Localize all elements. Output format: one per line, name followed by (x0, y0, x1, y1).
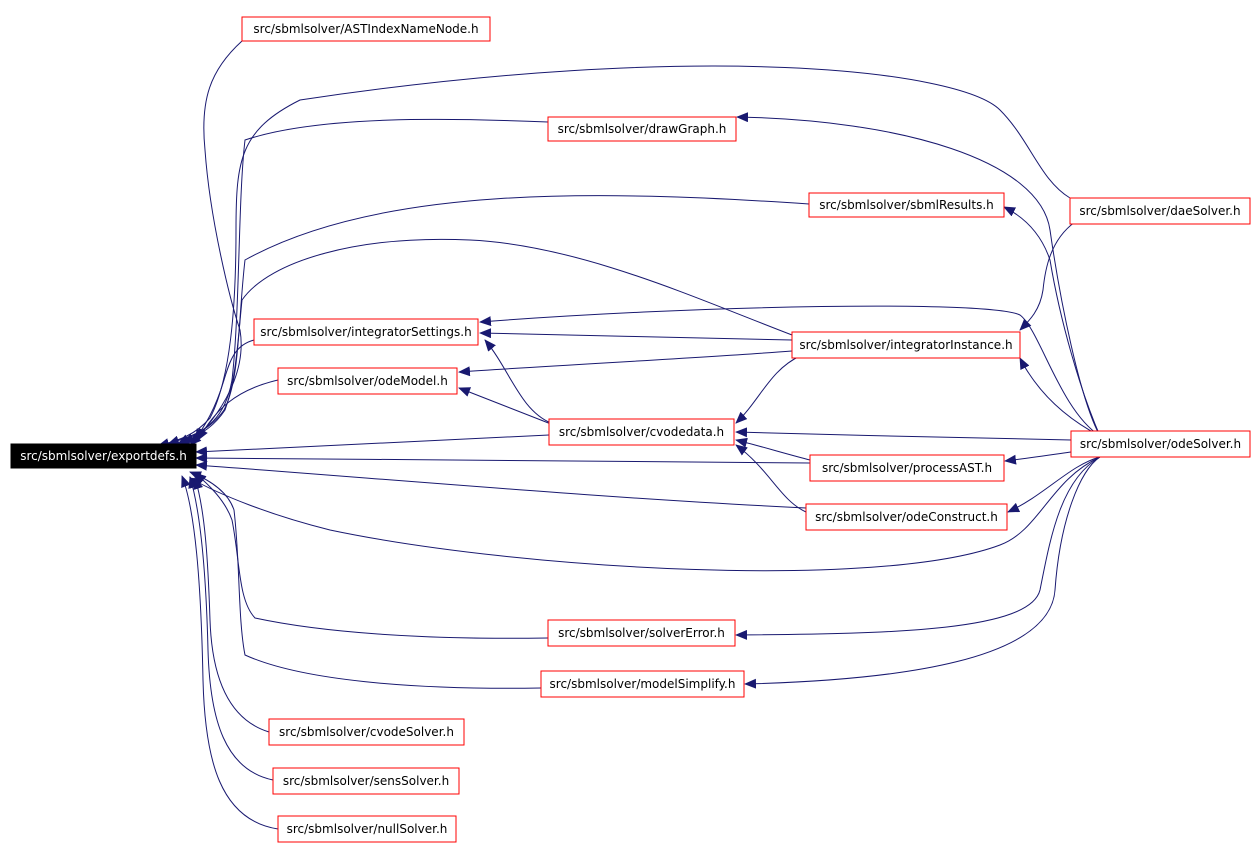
edge-sbmlresults-to-exportdefs (167, 195, 810, 446)
edge-modelsimplify-to-exportdefs (189, 471, 542, 689)
edge-odesolver-to-intinstance (1019, 357, 1101, 437)
edge-intinstance-to-intsettings (479, 328, 793, 341)
edge-odemodel-to-exportdefs (197, 379, 279, 441)
edge-astindex-to-exportdefs (189, 40, 243, 446)
edge-daesolver-to-intinstance (1019, 221, 1076, 331)
nodes: src/sbmlsolver/exportdefs.h src/sbmlsolv… (10, 16, 1251, 843)
edge-odesolver-to-modelsimplify (744, 456, 1101, 689)
node-label: src/sbmlsolver/integratorSettings.h (260, 325, 471, 339)
node-nullsolver[interactable]: src/sbmlsolver/nullSolver.h (277, 815, 457, 843)
edge-drawgraph-to-exportdefs (177, 118, 549, 445)
edge-nullsolver-to-exportdefs (181, 475, 279, 830)
node-odeconstruct[interactable]: src/sbmlsolver/odeConstruct.h (805, 503, 1008, 531)
node-drawgraph[interactable]: src/sbmlsolver/drawGraph.h (547, 116, 737, 142)
edge-cvodedata-to-odemodel (458, 387, 552, 425)
edge-cvodesolver-to-exportdefs (193, 477, 270, 733)
node-label: src/sbmlsolver/solverError.h (558, 626, 725, 640)
node-label: src/sbmlsolver/exportdefs.h (20, 449, 187, 463)
node-label: src/sbmlsolver/processAST.h (822, 461, 992, 475)
node-label: src/sbmlsolver/nullSolver.h (287, 822, 448, 836)
edge-odesolver-to-processast (1004, 451, 1072, 465)
edge-odesolver-to-solvererror (735, 456, 1101, 640)
edge-processast-to-exportdefs (195, 453, 811, 464)
edge-odeconstruct-to-cvodedata (735, 444, 807, 513)
edge-odesolver-to-intsettings (479, 305, 1101, 437)
node-label: src/sbmlsolver/odeModel.h (287, 374, 448, 388)
edge-intinstance-to-cvodedata (735, 355, 801, 424)
node-label: src/sbmlsolver/modelSimplify.h (550, 677, 736, 691)
edge-odesolver-to-drawgraph (736, 112, 1101, 437)
node-odesolver[interactable]: src/sbmlsolver/odeSolver.h (1070, 430, 1251, 458)
node-label: src/sbmlsolver/integratorInstance.h (799, 338, 1012, 352)
edge-intinstance-to-exportdefs (182, 238, 793, 444)
node-label: src/sbmlsolver/cvodeSolver.h (279, 725, 454, 739)
edge-senssolver-to-exportdefs (188, 476, 274, 781)
node-label: src/sbmlsolver/odeConstruct.h (815, 510, 998, 524)
edge-processast-to-cvodedata (735, 437, 811, 461)
node-odemodel[interactable]: src/sbmlsolver/odeModel.h (277, 367, 458, 395)
node-label: src/sbmlsolver/ASTIndexNameNode.h (253, 22, 478, 36)
node-integratorsettings[interactable]: src/sbmlsolver/integratorSettings.h (253, 318, 479, 346)
edge-odeconstruct-to-exportdefs (195, 460, 807, 509)
edge-solvererror-to-exportdefs (194, 472, 549, 639)
edges (157, 40, 1101, 830)
node-label: src/sbmlsolver/odeSolver.h (1080, 437, 1241, 451)
node-cvodedata[interactable]: src/sbmlsolver/cvodedata.h (548, 418, 735, 446)
edge-odesolver-to-exportdefs (189, 456, 1101, 572)
node-exportdefs[interactable]: src/sbmlsolver/exportdefs.h (10, 443, 197, 469)
node-modelsimplify[interactable]: src/sbmlsolver/modelSimplify.h (540, 670, 745, 698)
edge-odesolver-to-odeconstruct (1007, 456, 1101, 513)
node-label: src/sbmlsolver/daeSolver.h (1079, 204, 1240, 218)
node-label: src/sbmlsolver/cvodedata.h (559, 425, 724, 439)
node-label: src/sbmlsolver/sensSolver.h (283, 774, 449, 788)
edge-odesolver-to-cvodedata (735, 427, 1072, 441)
edge-cvodedata-to-exportdefs (195, 434, 550, 457)
node-solvererror[interactable]: src/sbmlsolver/solverError.h (547, 619, 736, 647)
edge-odesolver-to-sbmlresults (1003, 206, 1101, 437)
node-cvodesolver[interactable]: src/sbmlsolver/cvodeSolver.h (268, 718, 465, 746)
node-sbmlresults[interactable]: src/sbmlsolver/sbmlResults.h (808, 192, 1005, 218)
edge-intinstance-to-odemodel (458, 350, 793, 377)
edge-cvodedata-to-intsettings (484, 339, 552, 424)
node-integratorinstance[interactable]: src/sbmlsolver/integratorInstance.h (791, 331, 1021, 359)
node-astindexnamenode[interactable]: src/sbmlsolver/ASTIndexNameNode.h (241, 16, 491, 42)
edge-intsettings-to-exportdefs (194, 339, 255, 441)
node-label: src/sbmlsolver/drawGraph.h (558, 122, 727, 136)
node-processast[interactable]: src/sbmlsolver/processAST.h (809, 454, 1005, 482)
node-label: src/sbmlsolver/sbmlResults.h (819, 198, 994, 212)
node-daesolver[interactable]: src/sbmlsolver/daeSolver.h (1069, 197, 1251, 225)
node-senssolver[interactable]: src/sbmlsolver/sensSolver.h (272, 767, 460, 795)
